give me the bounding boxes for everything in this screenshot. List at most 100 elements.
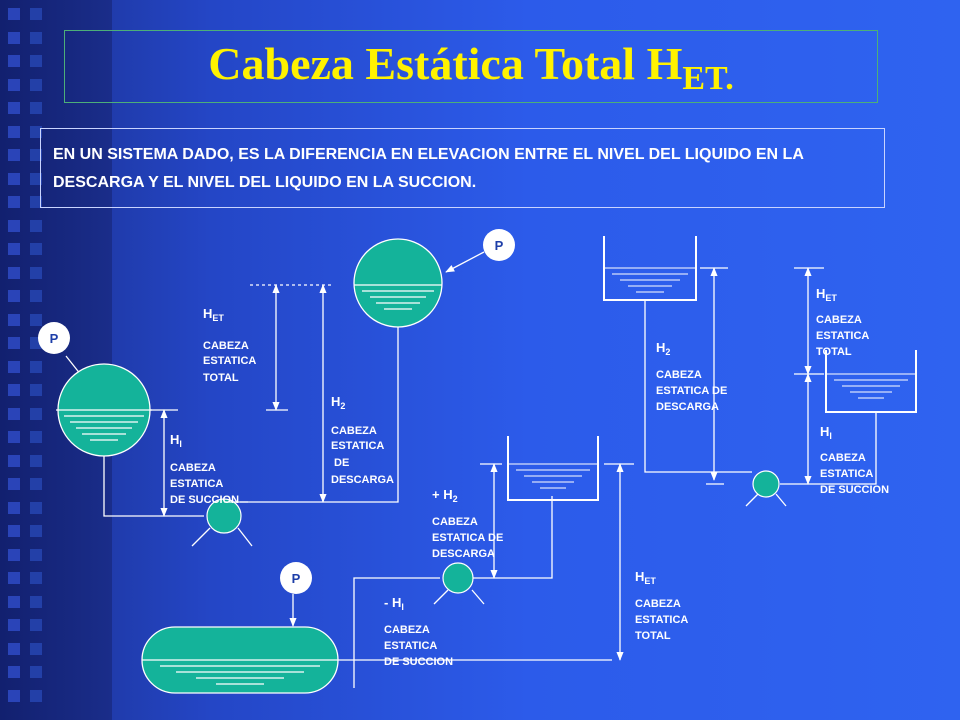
decorative-square bbox=[30, 219, 42, 232]
decorative-square bbox=[30, 384, 42, 396]
decorative-square bbox=[8, 572, 20, 584]
pump-icon-1 bbox=[206, 498, 248, 534]
het-symbol-3: HET bbox=[816, 286, 837, 303]
tank-icon-top bbox=[353, 238, 443, 328]
decorative-square bbox=[30, 290, 42, 302]
h2-description-2: CABEZA ESTATICA DE DESCARGA bbox=[432, 516, 506, 560]
decorative-square bbox=[8, 55, 20, 67]
decorative-square bbox=[8, 78, 20, 91]
decorative-square bbox=[30, 8, 42, 20]
decorative-square bbox=[30, 172, 42, 185]
decorative-square bbox=[8, 501, 20, 514]
decorative-square bbox=[8, 337, 20, 349]
open-tank-right bbox=[825, 350, 917, 413]
decorative-square bbox=[30, 454, 42, 467]
decorative-square bbox=[8, 666, 20, 678]
decorative-square bbox=[30, 666, 42, 678]
hl-description-1: CABEZA ESTATICA DE SUCCION bbox=[170, 462, 239, 506]
decorative-square bbox=[8, 478, 20, 490]
decorative-square bbox=[8, 290, 20, 302]
decorative-square bbox=[8, 407, 20, 420]
decorative-square bbox=[30, 125, 42, 138]
decorative-square bbox=[30, 619, 42, 631]
pump-2-base-left bbox=[433, 589, 449, 605]
decorative-square bbox=[8, 384, 20, 396]
decorative-square bbox=[30, 525, 42, 537]
slide-title-subscript: ET. bbox=[682, 60, 734, 97]
decorative-square bbox=[30, 478, 42, 490]
pressure-label-left: P bbox=[50, 331, 59, 346]
het-description-2: CABEZA ESTATICA TOTAL bbox=[635, 598, 691, 642]
title-frame: Cabeza Estática Total HET. bbox=[64, 30, 878, 103]
hl-description-3: CABEZA ESTATICA DE SUCCION bbox=[820, 452, 889, 496]
het-description-1: CABEZA ESTATICA TOTAL bbox=[203, 340, 259, 384]
decorative-square bbox=[8, 266, 20, 279]
pump-icon-2 bbox=[442, 562, 474, 594]
decorative-square bbox=[30, 431, 42, 443]
pressure-gauge-icon-top: P bbox=[483, 229, 515, 261]
tank-icon-left bbox=[56, 363, 152, 457]
decorative-square bbox=[30, 78, 42, 91]
decorative-square bbox=[30, 501, 42, 514]
tank-level-lines-top-right bbox=[604, 267, 696, 293]
decorative-square bbox=[8, 619, 20, 631]
decorative-square bbox=[30, 149, 42, 161]
pump-1-base-left bbox=[191, 527, 211, 547]
pump-1-base-right bbox=[237, 527, 253, 547]
decorative-square bbox=[8, 548, 20, 561]
slide-title-main: Cabeza Estática Total H bbox=[208, 38, 683, 89]
decorative-square bbox=[8, 31, 20, 44]
decorative-square bbox=[30, 642, 42, 655]
decorative-square bbox=[8, 172, 20, 185]
decorative-square bbox=[8, 313, 20, 326]
suction-pipe-1 bbox=[103, 454, 204, 517]
decorative-square bbox=[8, 595, 20, 608]
decorative-square bbox=[30, 102, 42, 114]
decorative-square bbox=[30, 548, 42, 561]
pressure-label-top: P bbox=[495, 238, 504, 253]
left-square-strip bbox=[0, 0, 112, 720]
h2-symbol-2: + H2 bbox=[432, 487, 458, 504]
h2-description-1: CABEZA ESTATICA DE DESCARGA bbox=[0, 0, 403, 486]
hl-symbol-1: Hl bbox=[170, 432, 182, 449]
decorative-square bbox=[30, 196, 42, 208]
tank-icon-bottom bbox=[141, 626, 339, 694]
h2-description-3: CABEZA ESTATICA DE DESCARGA bbox=[656, 369, 730, 413]
pump-icon-3 bbox=[752, 470, 780, 498]
decorative-square bbox=[30, 595, 42, 608]
pressure-label-bottom: P bbox=[292, 571, 301, 586]
decorative-square bbox=[30, 31, 42, 44]
decorative-square bbox=[30, 407, 42, 420]
definition-text: EN UN SISTEMA DADO, ES LA DIFERENCIA EN … bbox=[53, 146, 804, 191]
decorative-square bbox=[30, 360, 42, 373]
slide-title: Cabeza Estática Total HET. bbox=[65, 37, 877, 98]
decorative-square bbox=[30, 266, 42, 279]
decorative-square bbox=[30, 243, 42, 255]
discharge-pipe-1 bbox=[240, 320, 399, 503]
decorative-square bbox=[8, 689, 20, 702]
hl-symbol-3: Hl bbox=[820, 424, 832, 441]
h2-symbol-1: H2 bbox=[331, 394, 345, 411]
definition-frame: EN UN SISTEMA DADO, ES LA DIFERENCIA EN … bbox=[40, 128, 885, 208]
decorative-square bbox=[8, 431, 20, 443]
decorative-square bbox=[8, 149, 20, 161]
decorative-square bbox=[8, 125, 20, 138]
decorative-square bbox=[8, 219, 20, 232]
decorative-square bbox=[30, 313, 42, 326]
pressure-link-top bbox=[445, 251, 485, 273]
decorative-square bbox=[8, 102, 20, 114]
decorative-square bbox=[8, 8, 20, 20]
decorative-square bbox=[8, 525, 20, 537]
pump-3-base-left bbox=[745, 493, 759, 507]
decorative-square bbox=[8, 243, 20, 255]
tank-level-lines-middle bbox=[508, 463, 598, 489]
decorative-square bbox=[8, 196, 20, 208]
het-symbol-1: HET bbox=[203, 306, 224, 323]
decorative-square bbox=[30, 572, 42, 584]
pump-3-base-right bbox=[775, 493, 787, 507]
het-description-3: CABEZA ESTATICA TOTAL bbox=[816, 314, 872, 358]
decorative-square bbox=[8, 642, 20, 655]
hl-symbol-2: - Hl bbox=[384, 595, 404, 612]
decorative-square bbox=[30, 55, 42, 67]
